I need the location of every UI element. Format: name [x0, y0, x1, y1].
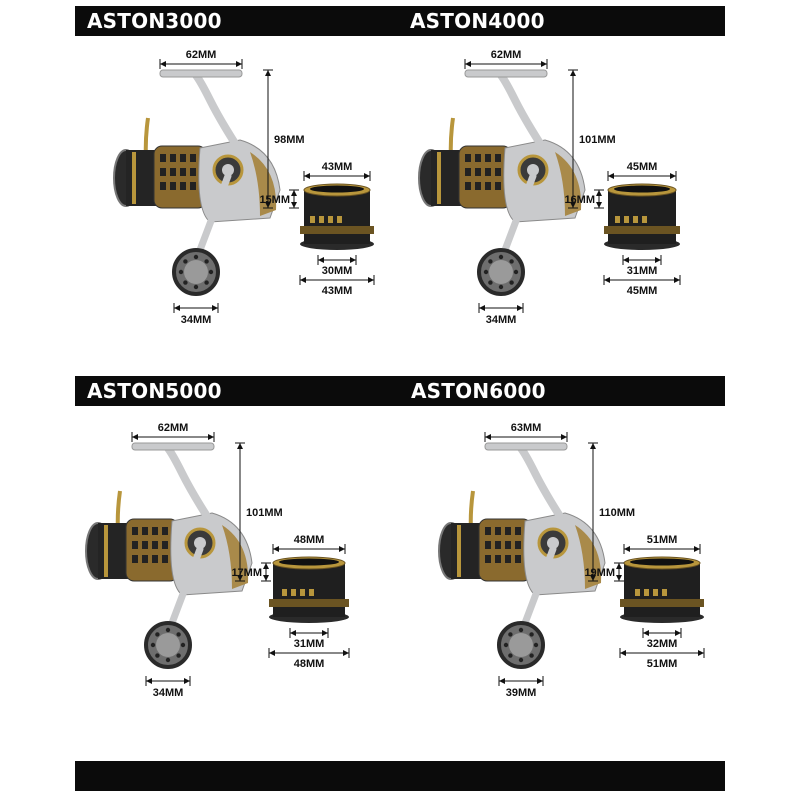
spool-bottom-dimension — [299, 275, 375, 285]
knob-dimension — [145, 676, 191, 686]
spool-bottom-label: 43MM — [322, 285, 353, 297]
spool-height-dimension — [594, 189, 604, 209]
height-dimension — [263, 69, 273, 209]
spool-top-label: 48MM — [294, 534, 325, 546]
model-title-aston6000: ASTON6000 — [411, 379, 546, 403]
spool-top-dimension — [623, 544, 701, 554]
reel-illustration: 63MM 110MM 39MM 51MM 19MM 32MM 51MM — [438, 422, 705, 699]
spool-top-label: 43MM — [322, 161, 353, 173]
spool-inner-label: 32MM — [647, 638, 678, 650]
spare-spool-image — [300, 183, 374, 250]
spool-height-label: 15MM — [259, 194, 290, 206]
spool-height-dimension — [289, 189, 299, 209]
reel-illustration: 62MM 101MM 34MM 45MM 16MM 31MM 45MM — [418, 49, 681, 326]
spool-top-dimension — [303, 171, 371, 181]
spool-height-label: 16MM — [564, 194, 595, 206]
spool-inner-dimension — [642, 628, 682, 638]
height-dimension — [568, 69, 578, 209]
handle-width-label: 62MM — [186, 49, 217, 61]
handle-width-label: 62MM — [491, 49, 522, 61]
handle-width-label: 63MM — [511, 422, 542, 434]
handle-width-dimension — [159, 59, 243, 69]
knob-dimension — [498, 676, 544, 686]
spare-spool-image — [604, 183, 680, 250]
handle-width-label: 62MM — [158, 422, 189, 434]
height-dimension — [235, 442, 245, 582]
spool-top-dimension — [272, 544, 346, 554]
spool-inner-dimension — [289, 628, 329, 638]
spool-bottom-dimension — [619, 648, 705, 658]
reel-panel-aston5000: 62MM 101MM 34MM 48MM 17MM 31MM 48MM — [72, 413, 372, 743]
spinning-reel-image — [113, 69, 281, 296]
height-label: 101MM — [579, 134, 616, 146]
spool-bottom-dimension — [603, 275, 681, 285]
spool-inner-dimension — [317, 255, 357, 265]
spare-spool-image — [269, 556, 349, 623]
knob-label: 34MM — [486, 314, 517, 326]
reel-panel-aston6000: 63MM 110MM 39MM 51MM 19MM 32MM 51MM — [425, 413, 725, 743]
height-label: 98MM — [274, 134, 305, 146]
spool-inner-label: 31MM — [294, 638, 325, 650]
header-bar-middle: ASTON5000 ASTON6000 — [75, 376, 725, 406]
spool-bottom-label: 51MM — [647, 658, 678, 670]
spool-inner-label: 31MM — [627, 265, 658, 277]
spinning-reel-image — [85, 442, 253, 669]
spool-inner-label: 30MM — [322, 265, 353, 277]
height-label: 110MM — [599, 507, 635, 519]
reel-illustration: 62MM 98MM 34MM 43MM 15MM 30MM 43MM — [113, 49, 375, 326]
spool-top-label: 51MM — [647, 534, 678, 546]
model-title-aston4000: ASTON4000 — [410, 9, 545, 33]
spool-height-label: 19MM — [584, 567, 615, 579]
reel-illustration: 62MM 101MM 34MM 48MM 17MM 31MM 48MM — [85, 422, 350, 699]
knob-label: 39MM — [506, 687, 537, 699]
handle-width-dimension — [484, 432, 568, 442]
spinning-reel-image — [438, 442, 606, 669]
spool-height-dimension — [261, 562, 271, 582]
handle-width-dimension — [464, 59, 548, 69]
handle-width-dimension — [131, 432, 215, 442]
spare-spool-image — [620, 556, 704, 623]
knob-dimension — [478, 303, 524, 313]
knob-label: 34MM — [181, 314, 212, 326]
height-label: 101MM — [246, 507, 283, 519]
height-dimension — [588, 442, 598, 582]
spinning-reel-image — [418, 69, 586, 296]
knob-label: 34MM — [153, 687, 184, 699]
model-title-aston3000: ASTON3000 — [87, 9, 222, 33]
reel-panel-aston4000: 62MM 101MM 34MM 45MM 16MM 31MM 45MM — [405, 40, 705, 370]
header-bar-top: ASTON3000 ASTON4000 — [75, 6, 725, 36]
model-title-aston5000: ASTON5000 — [87, 379, 222, 403]
spool-inner-dimension — [622, 255, 662, 265]
knob-dimension — [173, 303, 219, 313]
spool-height-dimension — [614, 562, 624, 582]
spool-height-label: 17MM — [231, 567, 262, 579]
spool-top-dimension — [607, 171, 677, 181]
spool-bottom-label: 48MM — [294, 658, 325, 670]
spool-bottom-dimension — [268, 648, 350, 658]
spool-bottom-label: 45MM — [627, 285, 658, 297]
reel-panel-aston3000: 62MM 98MM 34MM 43MM 15MM 30MM 43MM — [100, 40, 400, 370]
spool-top-label: 45MM — [627, 161, 658, 173]
footer-bar — [75, 761, 725, 791]
